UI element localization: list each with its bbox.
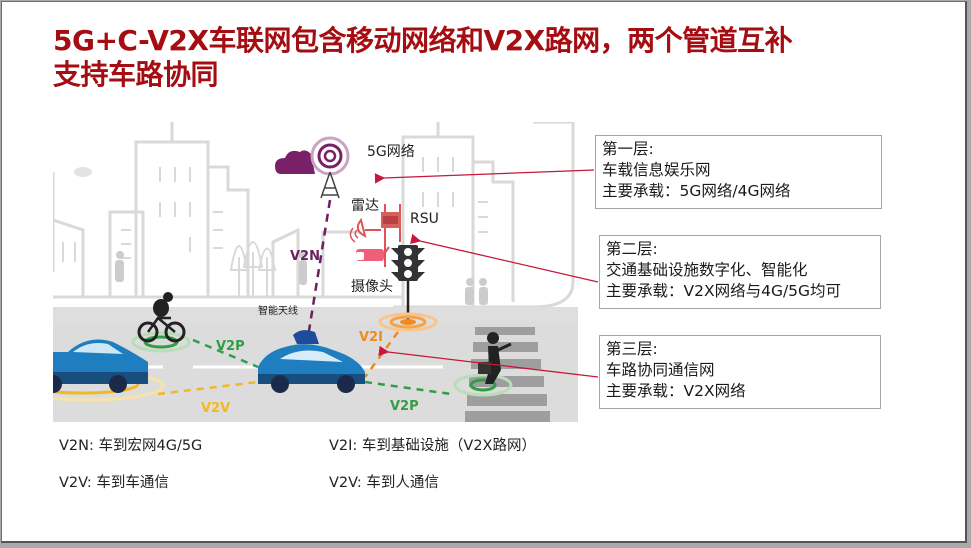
car-icon-left bbox=[53, 339, 165, 402]
city-skyline bbox=[53, 122, 575, 342]
label-camera: 摄像头 bbox=[351, 279, 393, 295]
label-radar: 雷达 bbox=[351, 198, 379, 214]
layer-2-box: 第二层: 交通基础设施数字化、智能化 主要承载：V2X网络与4G/5G均可 bbox=[599, 235, 881, 309]
label-v2p-bottom: V2P bbox=[390, 399, 419, 414]
layer-1-name: 车载信息娱乐网 bbox=[602, 161, 711, 179]
antenna-icon bbox=[293, 330, 319, 344]
layer-3-box: 第三层: 车路协同通信网 主要承载：V2X网络 bbox=[599, 335, 881, 409]
label-v2n: V2N bbox=[290, 249, 320, 264]
title-line-2: 支持车路协同 bbox=[53, 58, 219, 91]
label-smart-antenna: 智能天线 bbox=[258, 304, 298, 317]
background-people bbox=[115, 251, 488, 305]
layer-1-carrier: 主要承载：5G网络/4G网络 bbox=[602, 182, 791, 200]
cell-tower-icon bbox=[310, 136, 350, 199]
label-rsu: RSU bbox=[410, 211, 439, 227]
page-title: 5G+C-V2X车联网包含移动网络和V2X路网，两个管道互补 支持车路协同 bbox=[53, 24, 933, 92]
title-line-1: 5G+C-V2X车联网包含移动网络和V2X路网，两个管道互补 bbox=[53, 24, 793, 57]
cloud-icon bbox=[275, 150, 315, 174]
camera-icon bbox=[356, 246, 390, 261]
cyclist-icon bbox=[131, 292, 191, 353]
rsu-icon bbox=[381, 204, 401, 267]
label-5g-network: 5G网络 bbox=[367, 144, 415, 160]
v2x-scene-illustration: 5G网络 V2N 雷达 RSU 摄像头 bbox=[53, 122, 578, 422]
legend-v2p: V2V: 车到人通信 bbox=[329, 475, 439, 491]
layer-2-heading: 第二层: bbox=[606, 240, 658, 258]
v2v-link bbox=[157, 380, 259, 396]
cloud-icon bbox=[74, 167, 92, 177]
v2p-link-bottom bbox=[364, 380, 452, 396]
label-v2p-top: V2P bbox=[216, 339, 245, 354]
layer-2-name: 交通基础设施数字化、智能化 bbox=[606, 261, 808, 279]
legend-v2n: V2N: 车到宏网4G/5G bbox=[59, 438, 203, 454]
label-v2v: V2V bbox=[201, 401, 230, 416]
layer-3-carrier: 主要承载：V2X网络 bbox=[606, 382, 746, 400]
layer-1-heading: 第一层: bbox=[602, 140, 654, 158]
layer-3-heading: 第三层: bbox=[606, 340, 658, 358]
legend-v2v: V2V: 车到车通信 bbox=[59, 475, 169, 491]
layer-3-name: 车路协同通信网 bbox=[606, 361, 715, 379]
car-icon-center bbox=[258, 330, 365, 393]
layer-2-carrier: 主要承载：V2X网络与4G/5G均可 bbox=[606, 282, 842, 300]
layer-1-box: 第一层: 车载信息娱乐网 主要承载：5G网络/4G网络 bbox=[595, 135, 882, 209]
v2n-link bbox=[306, 199, 332, 338]
radar-icon bbox=[349, 217, 381, 243]
v2p-link-top bbox=[192, 338, 259, 369]
label-v2i: V2I bbox=[359, 330, 383, 345]
legend-v2i: V2I: 车到基础设施（V2X路网） bbox=[329, 438, 536, 454]
